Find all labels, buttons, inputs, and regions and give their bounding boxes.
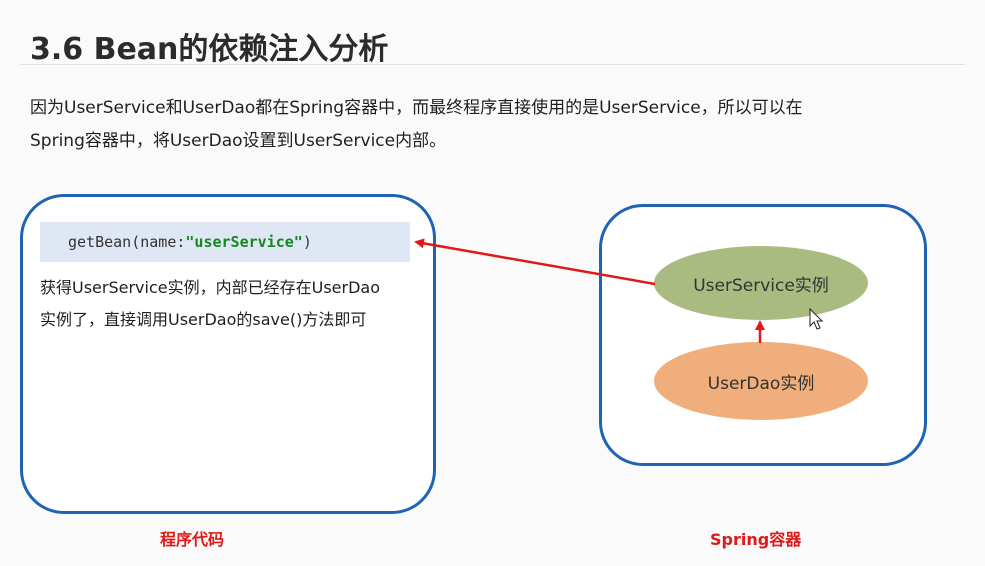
title-divider [20, 64, 965, 65]
userservice-instance-label: UserService实例 [693, 275, 829, 296]
code-prefix: getBean(name: [68, 233, 186, 251]
program-code-caption: 程序代码 [160, 530, 225, 549]
description-line-1: 因为UserService和UserDao都在Spring容器中，而最终程序直接… [30, 98, 803, 118]
description: 因为UserService和UserDao都在Spring容器中，而最终程序直接… [30, 92, 890, 158]
getbean-code-line: getBean(name:"userService") [40, 222, 410, 262]
userdao-instance: UserDao实例 [654, 342, 868, 420]
code-suffix: ) [302, 233, 312, 251]
program-description-line-2: 实例了，直接调用UserDao的save()方法即可 [40, 310, 367, 329]
inject-to-code-arrow [414, 238, 656, 286]
spring-container-caption: Spring容器 [710, 530, 802, 549]
userdao-instance-label: UserDao实例 [707, 373, 815, 394]
mouse-cursor-icon [809, 307, 824, 330]
page-title: 3.6 Bean的依赖注入分析 [30, 32, 389, 67]
userservice-instance: UserService实例 [654, 246, 868, 320]
program-description-line-1: 获得UserService实例，内部已经存在UserDao [40, 278, 380, 297]
description-line-2: Spring容器中，将UserDao设置到UserService内部。 [30, 131, 447, 151]
code-string: "userService" [185, 233, 303, 251]
program-description: 获得UserService实例，内部已经存在UserDao 实例了，直接调用Us… [40, 272, 430, 336]
